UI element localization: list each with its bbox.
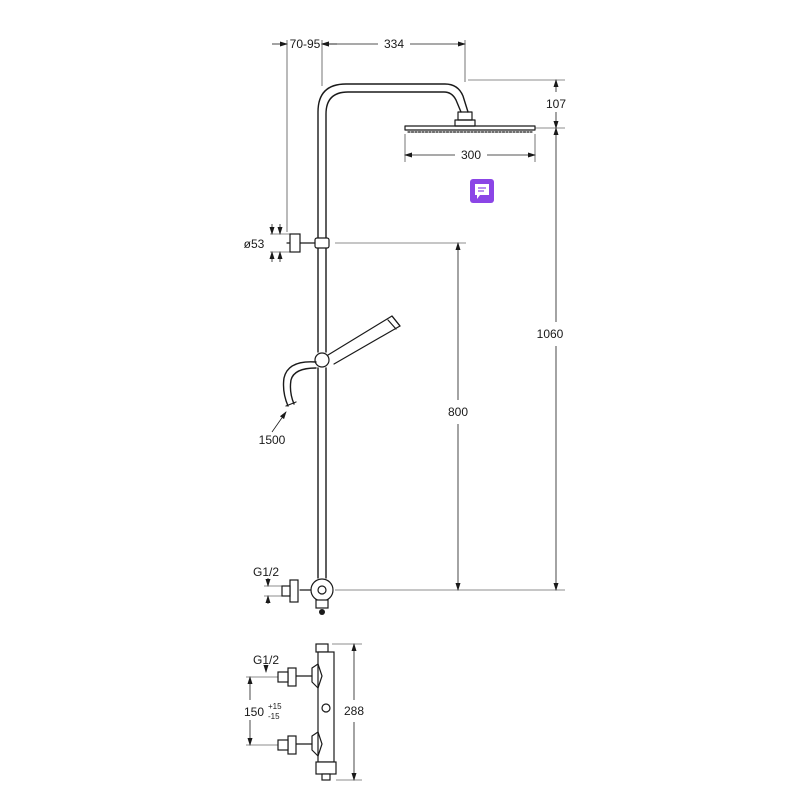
head-width-dimension [404, 134, 536, 162]
riser-bracket [314, 237, 330, 249]
holder-diameter-label: ø53 [244, 237, 265, 251]
inlet-thread-top-label: G1/2 [253, 565, 279, 579]
inlet-tolerance-minus: -15 [268, 712, 280, 721]
mixer-dimension-lines [246, 643, 362, 781]
wall-holder [269, 224, 316, 262]
shower-arm [317, 83, 476, 241]
hose-leader [271, 411, 287, 433]
comment-icon[interactable] [470, 179, 494, 203]
inlet-tolerance-plus: +15 [268, 702, 282, 711]
shower-hose [282, 361, 317, 407]
wall-offset-label: 70-95 [290, 37, 321, 51]
riser-pipe [317, 247, 327, 579]
head-height-label: 107 [546, 97, 566, 111]
inlet-thread-bottom-label: G1/2 [253, 653, 279, 667]
total-height-label: 1060 [537, 327, 564, 341]
hose-length-label: 1500 [259, 433, 286, 447]
shower-head [404, 125, 536, 133]
arm-length-label: 334 [384, 37, 404, 51]
holder-height-label: 800 [448, 405, 468, 419]
bottom-connector [264, 578, 334, 615]
head-width-label: 300 [461, 148, 481, 162]
mixer-height-label: 288 [344, 704, 364, 718]
top-dimension-lines [272, 40, 466, 232]
hand-shower [314, 315, 401, 368]
right-dimension-lines [335, 79, 565, 591]
thermostatic-mixer [277, 643, 337, 781]
inlet-spacing-label: 150 [244, 705, 264, 719]
